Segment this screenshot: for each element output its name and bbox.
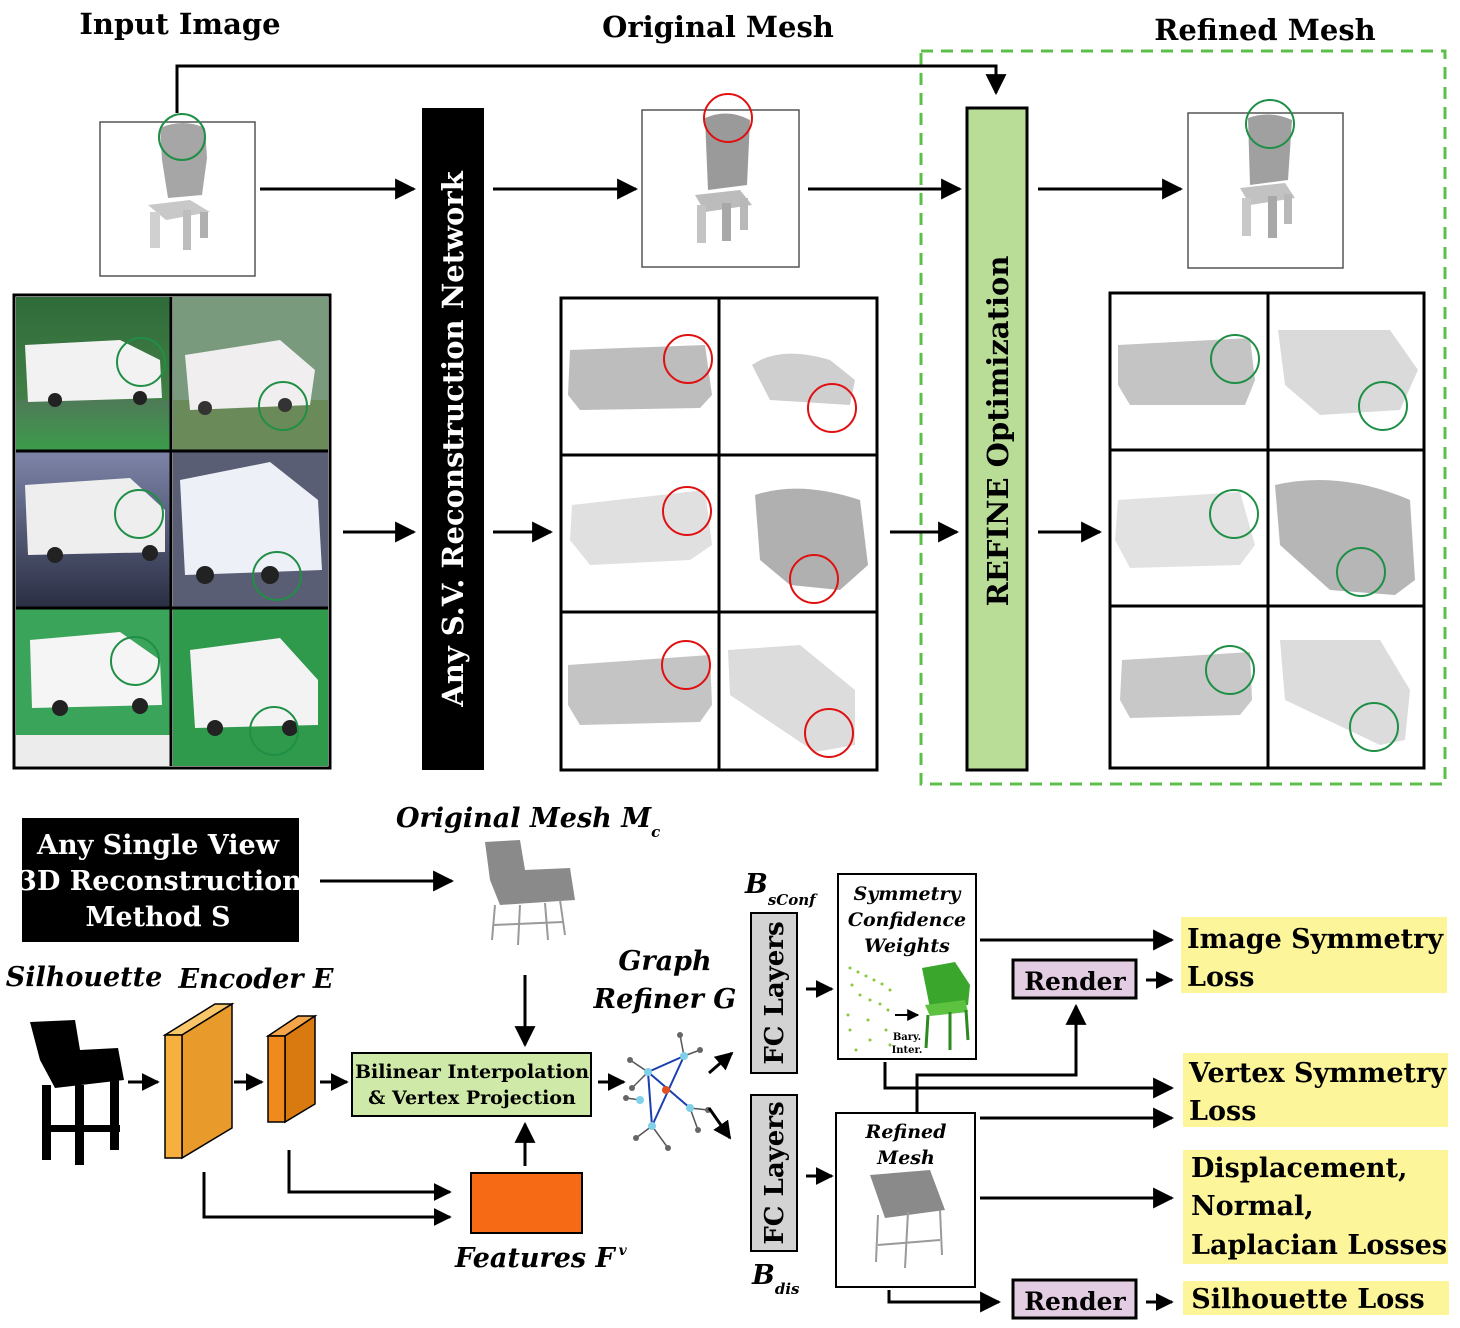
vertex-symmetry-line-1: Vertex Symmetry <box>1188 1058 1447 1089</box>
method-box <box>22 818 299 942</box>
image-symmetry-loss-box <box>1181 917 1447 993</box>
graph-to-fc-bottom-arrow <box>707 1107 732 1140</box>
refined-mesh-title: Refined Mesh <box>1154 13 1376 47</box>
green-circles-input <box>110 337 308 756</box>
green-circles-refined <box>1205 334 1408 752</box>
graph-to-fc-top-arrow <box>708 1051 734 1075</box>
loss-flow-arrows <box>883 929 1175 1313</box>
b-sconf-label: BsConf <box>744 869 818 909</box>
original-chair-mesh <box>641 109 800 268</box>
original-mesh-title: Original Mesh <box>602 10 834 44</box>
silhouette-image <box>30 1020 124 1165</box>
fc-layers-bottom <box>750 1094 798 1252</box>
image-symmetry-line-1: Image Symmetry <box>1187 924 1444 955</box>
graph-icon <box>623 1032 711 1151</box>
green-chair-icon <box>922 962 970 1050</box>
encoder-label: Encoder E <box>178 964 334 995</box>
green-circle <box>1245 99 1295 149</box>
render-top-label: Render <box>1024 967 1126 996</box>
bilinear-box <box>351 1052 592 1117</box>
refine-optimization-block <box>965 106 1029 772</box>
silhouette-loss-label: Silhouette Loss <box>1191 1284 1424 1315</box>
input-image-title: Input Image <box>79 7 280 41</box>
refined-chair-mesh <box>1187 112 1344 269</box>
network-label: Any S.V. Reconstruction Network <box>436 170 470 707</box>
render-box-top <box>1011 958 1138 1000</box>
bary-line-2: Inter. <box>892 1045 923 1056</box>
refined-mesh-chair <box>870 1170 945 1269</box>
bary-line-1: Bary. <box>893 1032 921 1043</box>
encoder-small-to-features-arrow <box>287 1150 452 1201</box>
refine-region-outline <box>919 49 1447 786</box>
displacement-line-1: Displacement, <box>1191 1153 1407 1184</box>
refined-mesh-line-2: Mesh <box>876 1147 935 1169</box>
symmetry-line-1: Symmetry <box>854 883 963 905</box>
reconstruction-network-block <box>422 108 484 770</box>
point-cloud-chair <box>846 966 892 1052</box>
render-box-bottom <box>1011 1278 1138 1320</box>
method-line-3: Method S <box>86 902 231 933</box>
silhouette-loss-box <box>1183 1281 1449 1315</box>
silhouette-label: Silhouette <box>6 962 163 993</box>
b-dis-label: Bdis <box>751 1260 800 1298</box>
fc-layers-top <box>750 912 798 1074</box>
green-circle <box>158 113 206 161</box>
displacement-line-3: Laplacian Losses <box>1191 1230 1447 1261</box>
symmetry-line-2: Confidence <box>848 909 966 931</box>
method-line-1: Any Single View <box>36 830 280 861</box>
method-line-2: 3D Reconstruction <box>18 866 302 897</box>
fc-top-label: FC Layers <box>760 921 790 1064</box>
red-circles-original <box>661 334 857 758</box>
refined-camper-mesh-grid <box>1108 291 1426 770</box>
displacement-loss-box <box>1183 1150 1448 1264</box>
graph-refiner-line-2: Refiner G <box>593 984 737 1015</box>
fc-bottom-label: FC Layers <box>760 1101 790 1244</box>
skip-connection-arrow <box>175 64 1007 113</box>
vertex-symmetry-line-2: Loss <box>1189 1096 1256 1127</box>
original-mesh-mc-label: Original Mesh Mc <box>396 803 660 841</box>
encoder-block-small <box>265 1014 318 1124</box>
vertex-symmetry-loss-box <box>1183 1053 1448 1127</box>
original-mesh-chair <box>485 840 575 946</box>
input-camper-grid <box>12 293 332 770</box>
refine-label: REFINE Optimization <box>981 256 1015 607</box>
render-bottom-label: Render <box>1024 1287 1126 1316</box>
red-circle <box>703 93 753 143</box>
refined-mesh-line-1: Refined <box>865 1121 947 1143</box>
bilinear-line-1: Bilinear Interpolation <box>355 1061 589 1083</box>
top-arrows <box>260 178 1184 543</box>
original-camper-mesh-grid <box>559 296 879 772</box>
encoder-large-to-features-arrow <box>202 1172 452 1226</box>
bilinear-line-2: & Vertex Projection <box>368 1087 576 1109</box>
displacement-line-2: Normal, <box>1191 1191 1314 1222</box>
image-symmetry-line-2: Loss <box>1187 962 1254 993</box>
encoder-block-large <box>162 1002 235 1160</box>
symmetry-line-3: Weights <box>864 935 950 957</box>
graph-refiner-line-1: Graph <box>618 946 711 977</box>
features-box <box>470 1172 583 1234</box>
input-chair-image <box>99 121 256 277</box>
